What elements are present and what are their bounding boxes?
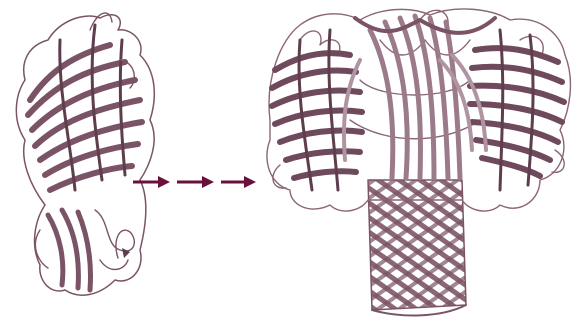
arrow-icon — [221, 176, 256, 188]
cap-sheet-left — [272, 53, 362, 178]
cap-sheet-center — [370, 16, 460, 178]
arrow-icon — [133, 176, 170, 188]
transition-arrows — [133, 176, 256, 188]
oligomer-pore-structure — [267, 9, 571, 316]
cap-sheet-right — [470, 48, 564, 176]
arrow-icon — [177, 176, 214, 188]
monomer-structure — [16, 13, 154, 295]
